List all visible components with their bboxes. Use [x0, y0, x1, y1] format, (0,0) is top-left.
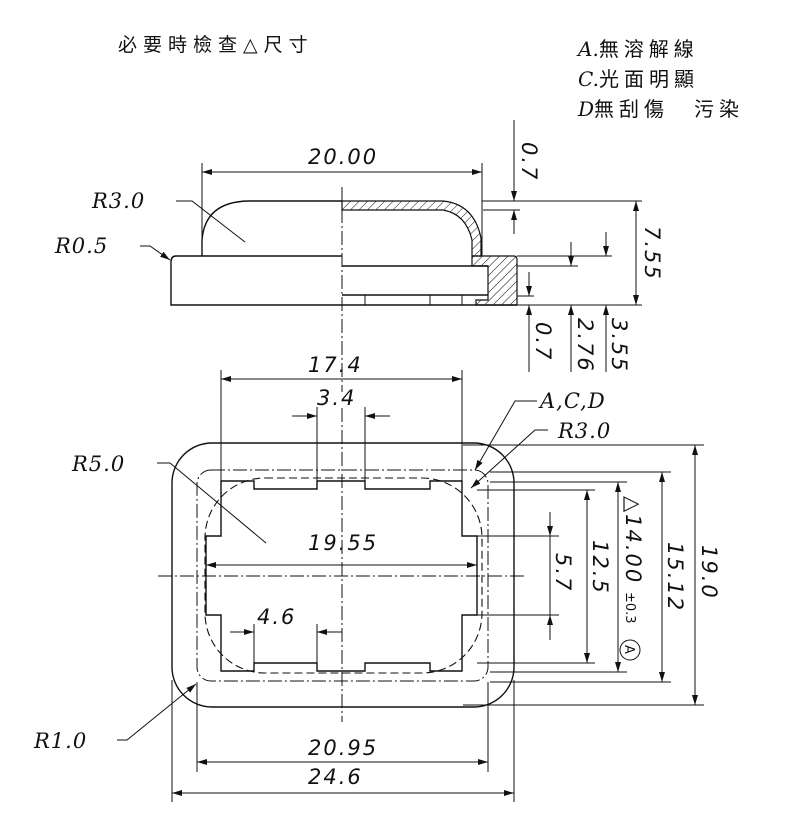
- top-view: 17.4 3.4 19.55 4.6 R5.0 R1.0 A,C,D R3.0: [33, 353, 721, 802]
- dim-3-4: 3.4: [317, 386, 356, 410]
- label-r0-5: R0.5: [54, 234, 108, 258]
- dim-14-00: △14.00: [621, 496, 645, 584]
- note-key: A.: [578, 37, 599, 61]
- dim-17-4: 17.4: [308, 353, 363, 377]
- dim-5-7: 5.7: [551, 553, 575, 592]
- dim-3-55: 3.55: [607, 318, 631, 373]
- dim-2-76: 2.76: [573, 318, 597, 373]
- dim-19-0: 19.0: [697, 545, 721, 600]
- dim-12-5: 12.5: [588, 540, 612, 595]
- dim-0-7-bottom: 0.7: [531, 322, 555, 361]
- inspection-note: 必要時檢查△尺寸: [118, 34, 314, 56]
- dim-0-7-top: 0.7: [517, 142, 541, 181]
- leader-r5: [157, 462, 267, 544]
- dim-7-55: 7.55: [640, 226, 664, 281]
- outer-outline: [171, 442, 515, 708]
- side-base-outline: [170, 255, 342, 306]
- dim-19-55: 19.55: [308, 531, 378, 555]
- note-text: 光面明顯: [598, 67, 699, 91]
- leader-r0-5: [140, 245, 171, 261]
- note-key: D: [578, 97, 595, 121]
- leader-r3-top: [470, 429, 548, 489]
- note-text: 無溶解線: [598, 37, 699, 61]
- label-r1: R1.0: [33, 729, 87, 753]
- label-r3-side: R3.0: [91, 189, 145, 213]
- note-d: D無刮傷 污染: [578, 94, 744, 124]
- label-r5: R5.0: [71, 452, 125, 476]
- dim-24-6: 24.6: [308, 765, 363, 789]
- dim-20-00: 20.00: [308, 145, 378, 169]
- note-text: 無刮傷 污染: [594, 97, 745, 121]
- note-key: C.: [578, 67, 599, 91]
- requirement-notes: A.無溶解線 C.光面明顯 D無刮傷 污染: [578, 34, 744, 124]
- section-hatch-flange: [471, 255, 518, 306]
- label-r3-top: R3.0: [557, 419, 611, 443]
- leader-r3-side: [176, 200, 246, 243]
- inspection-note-a: A: [621, 645, 636, 654]
- inspection-circle-a: [619, 639, 641, 661]
- side-view: 20.00 R3.0 R0.5 0.7 7.55 3.55 2.76 0.7: [54, 120, 664, 392]
- dim-20-95: 20.95: [308, 736, 378, 760]
- dim-15-12: 15.12: [663, 542, 687, 612]
- side-dome-outline: [201, 200, 342, 256]
- leader-r1: [117, 683, 197, 741]
- label-acd: A,C,D: [538, 389, 606, 413]
- note-c: C.光面明顯: [578, 64, 744, 94]
- dim-4-6: 4.6: [257, 605, 296, 629]
- section-hatch-top: [341, 200, 482, 257]
- leader-acd: [474, 400, 537, 471]
- inner-profile: [205, 480, 478, 672]
- dim-14-00-tolerance: ±0.3: [622, 592, 637, 624]
- note-a: A.無溶解線: [578, 34, 744, 64]
